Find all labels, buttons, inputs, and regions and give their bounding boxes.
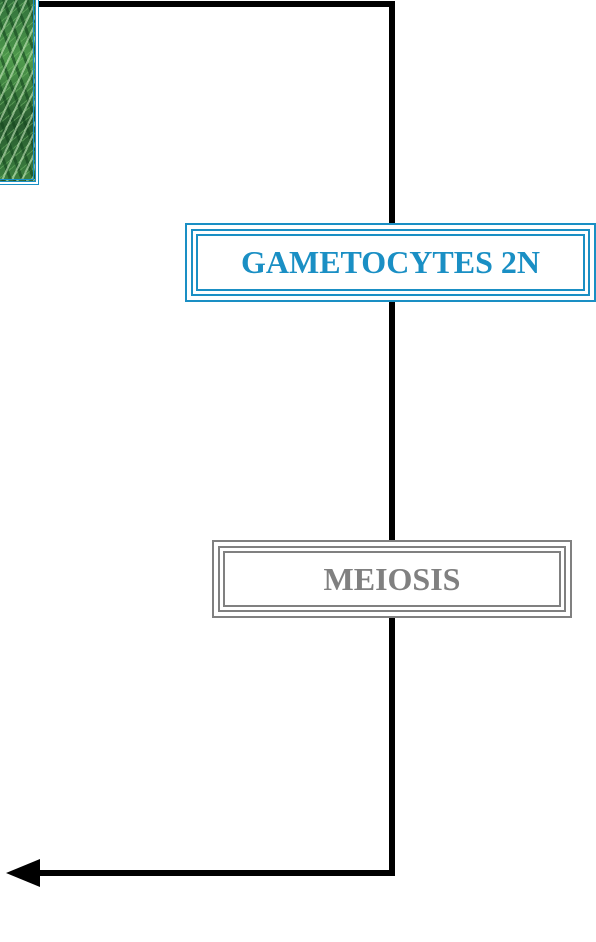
plant-photo-image [0, 0, 36, 182]
gametocytes-label: GAMETOCYTES 2N [240, 244, 540, 280]
gametocytes-label-box: GAMETOCYTES 2N [185, 223, 596, 302]
connector-line [28, 1, 395, 876]
meiosis-label-box: MEIOSIS [212, 540, 572, 618]
arrowhead-left-icon [6, 859, 40, 887]
meiosis-label: MEIOSIS [323, 560, 461, 597]
